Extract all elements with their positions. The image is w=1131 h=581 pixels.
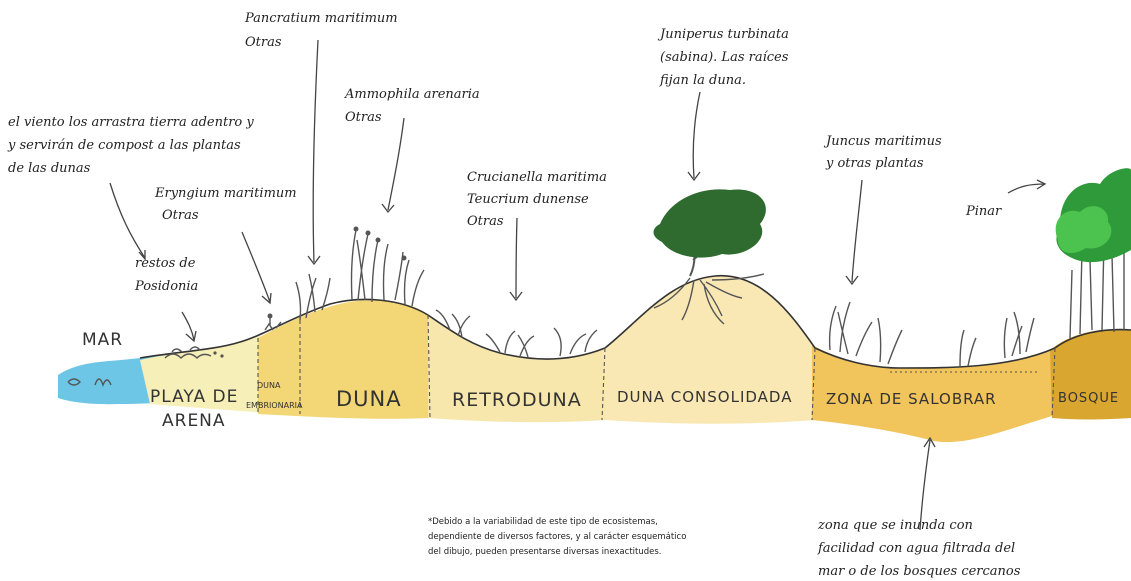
arrow-posidonia xyxy=(182,312,196,341)
arrow-inunda xyxy=(920,438,935,530)
arrows xyxy=(110,40,1045,530)
label-duna-emb-1: DUNA xyxy=(257,381,281,390)
note-viento: el viento los arrastra tierra adentro y … xyxy=(7,115,258,176)
arrow-pinar xyxy=(1008,180,1045,193)
arrow-viento xyxy=(110,183,145,259)
note-juncus: Juncus maritimus y otras plantas xyxy=(823,134,946,171)
note-pancratium: Pancratium maritimum Otras xyxy=(244,11,402,50)
note-crucianella: Crucianella maritima Teucrium dunense Ot… xyxy=(467,170,611,229)
label-mar: MAR xyxy=(82,330,123,350)
label-duna: DUNA xyxy=(336,387,402,411)
label-bosque: BOSQUE xyxy=(1058,391,1119,406)
arrow-ammophila xyxy=(382,118,404,212)
sabina-canopy xyxy=(654,189,766,257)
arrow-pancratium xyxy=(308,40,320,264)
pine-forest xyxy=(1056,168,1131,338)
annotations: el viento los arrastra tierra adentro y … xyxy=(7,11,1021,579)
arrow-juncus xyxy=(846,180,862,284)
note-eryngium: Eryngium maritimum Otras xyxy=(154,186,301,223)
salobrar-rushes xyxy=(830,302,1034,366)
note-ammophila: Ammophila arenaria Otras xyxy=(344,87,484,125)
note-pinar: Pinar xyxy=(965,204,1002,219)
note-posidonia: restos de Posidonia xyxy=(134,256,200,294)
label-duna-consolidada: DUNA CONSOLIDADA xyxy=(617,388,793,406)
label-retroduna: RETRODUNA xyxy=(452,389,582,411)
note-inunda: zona que se inunda con facilidad con agu… xyxy=(817,518,1021,579)
label-duna-emb-2: EMBRIONARIA xyxy=(246,401,303,410)
arrow-crucianella xyxy=(510,218,522,300)
label-salobrar: ZONA DE SALOBRAR xyxy=(826,390,997,408)
note-juniperus: Juniperus turbinata (sabina). Las raíces… xyxy=(657,27,793,88)
label-playa-1: PLAYA DE xyxy=(150,387,238,407)
arrow-eryngium xyxy=(242,232,271,303)
arrow-juniperus xyxy=(688,92,700,180)
disclaimer: *Debido a la variabilidad de este tipo d… xyxy=(428,517,689,557)
label-playa-2: ARENA xyxy=(162,411,226,431)
